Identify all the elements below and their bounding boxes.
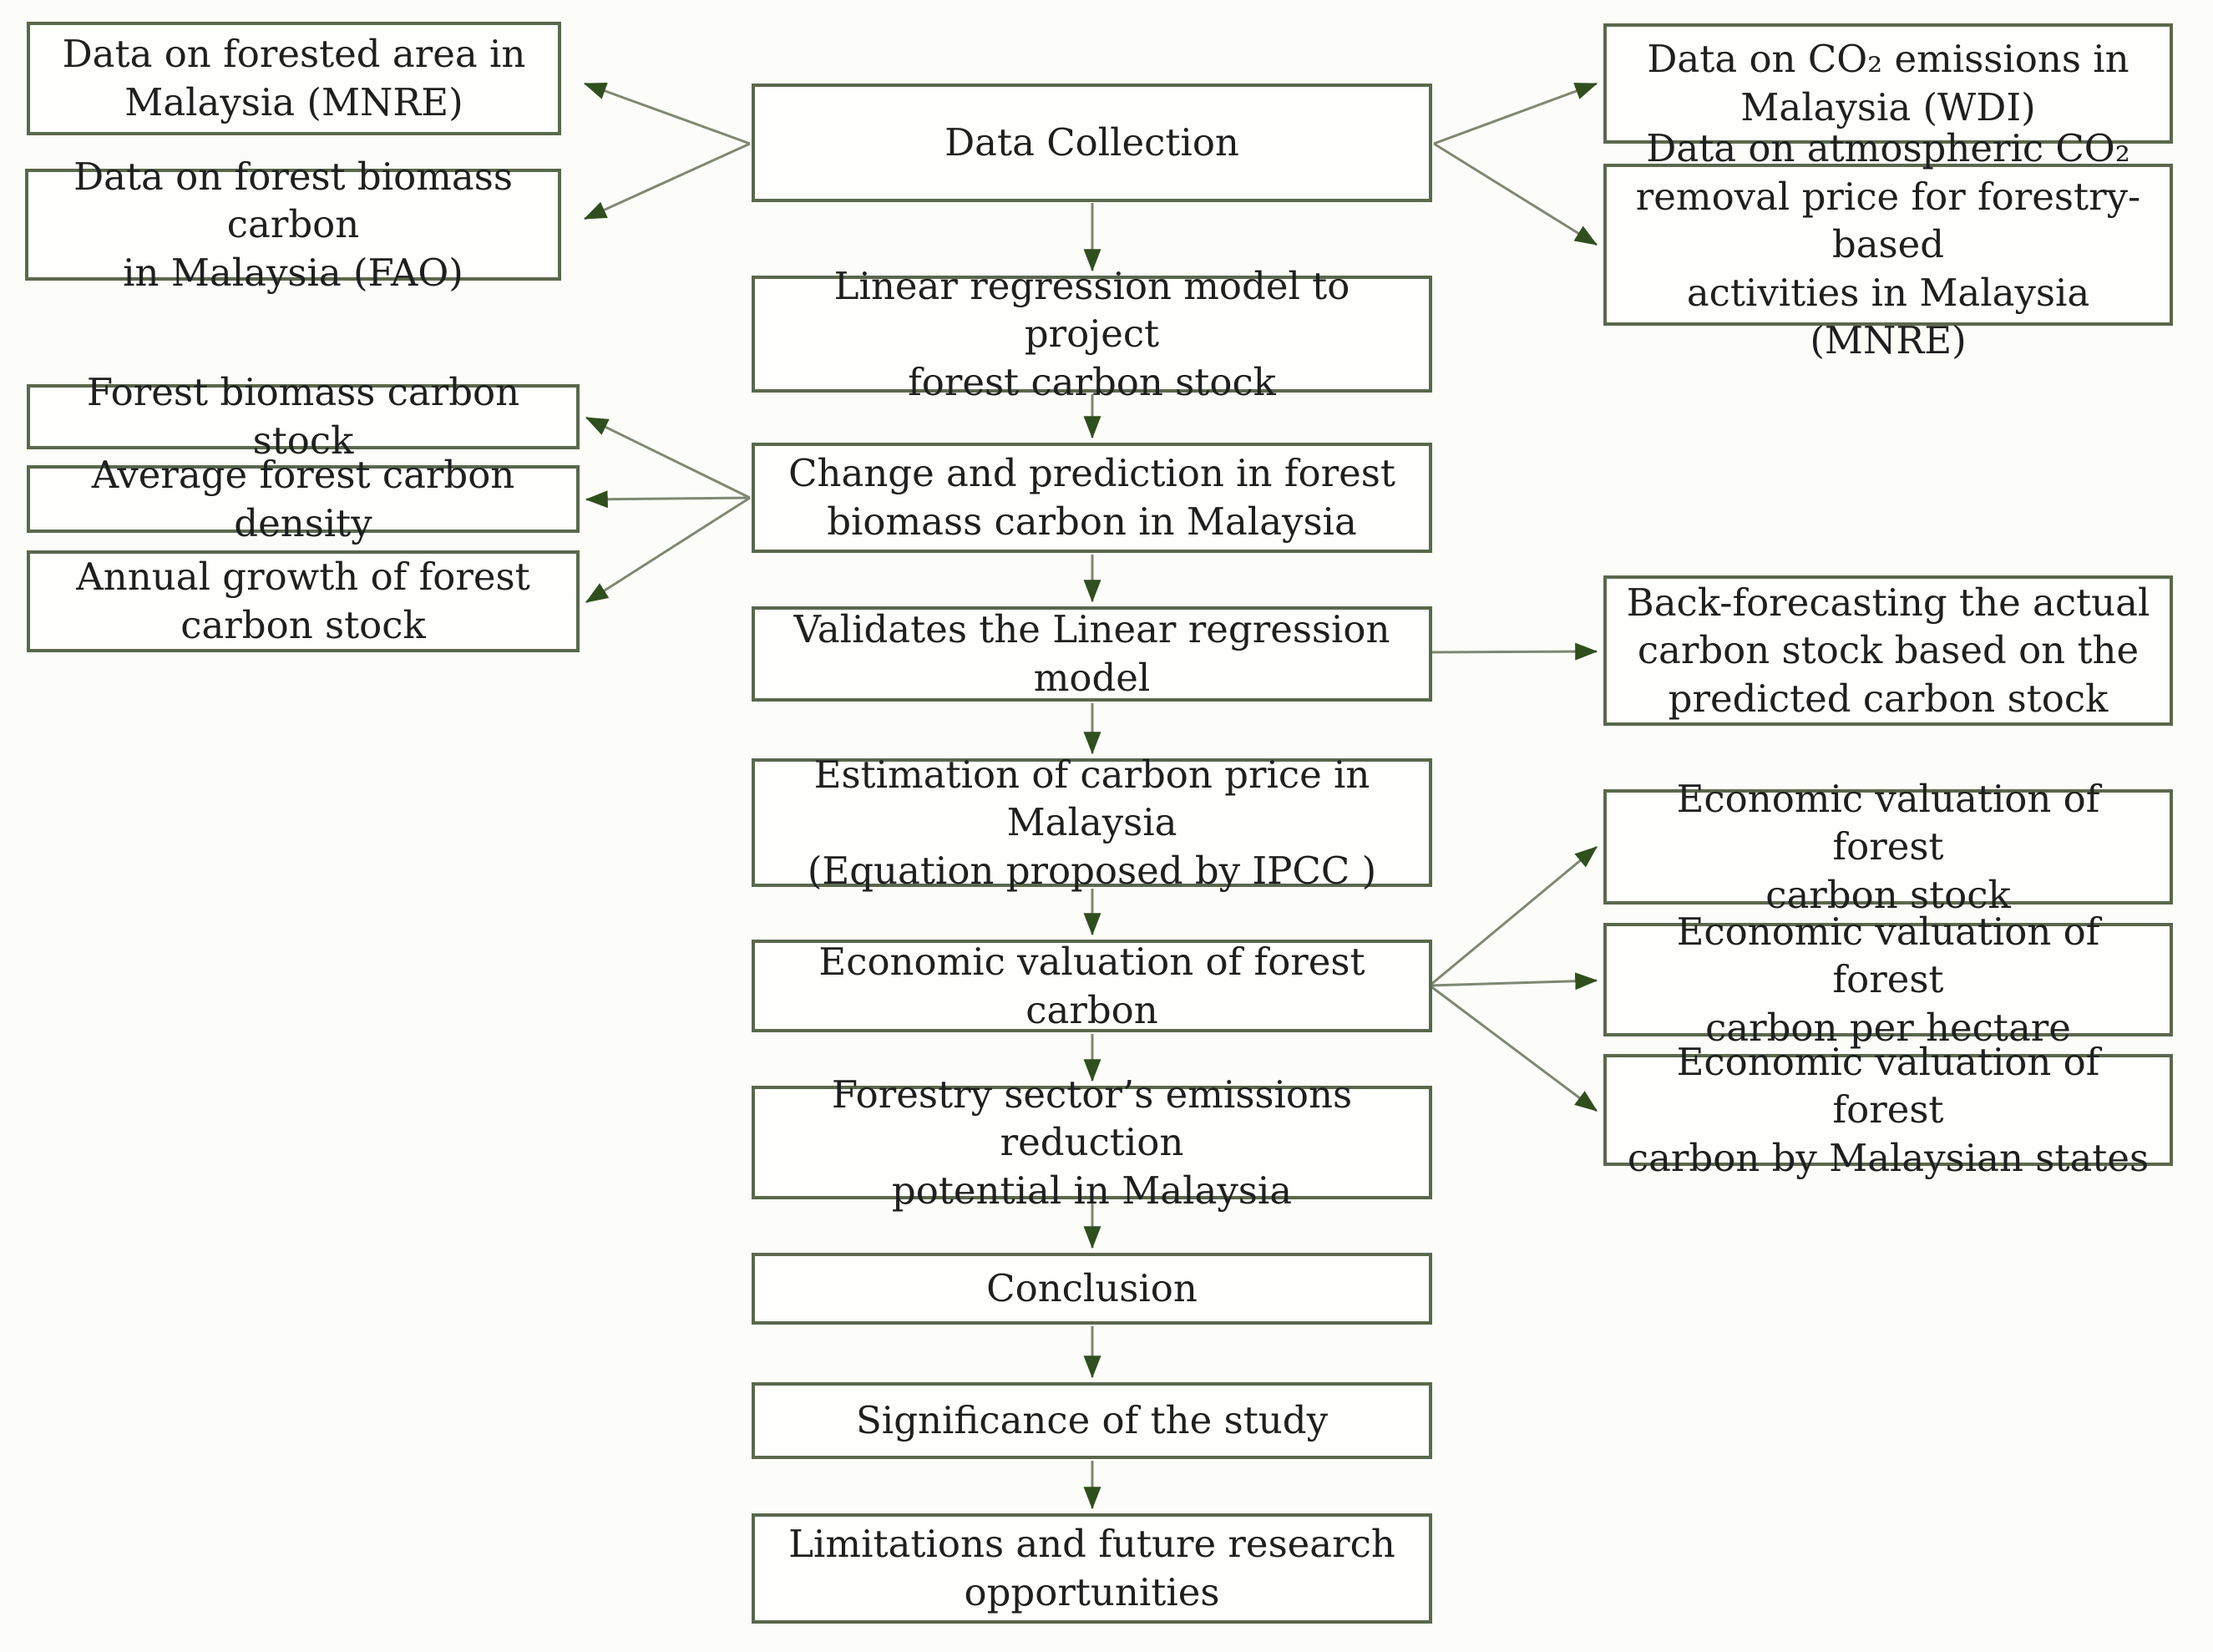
box-evfc-stock: Economic valuation of forest carbon stoc… bbox=[1603, 777, 2173, 917]
box-estimation: Estimation of carbon price in Malaysia (… bbox=[752, 753, 1432, 893]
box-conclusion-label: Conclusion bbox=[986, 1266, 1198, 1311]
box-back-forecasting-label: Back-forecasting the actual carbon stock… bbox=[1626, 580, 2150, 721]
arrow-econ-valuation-to-evfc-states bbox=[1429, 984, 1598, 1112]
box-annual-growth-label: Annual growth of forest carbon stock bbox=[76, 555, 530, 647]
box-change-prediction: Change and prediction in forest biomass … bbox=[752, 443, 1432, 553]
box-evfc-states-label: Economic valuation of forest carbon by M… bbox=[1627, 1039, 2150, 1180]
box-econ-valuation-label: Economic valuation of forest carbon bbox=[818, 939, 1365, 1032]
box-linear-regression-label: Linear regression model to project fores… bbox=[833, 263, 1350, 404]
arrow-datacollection-to-biomass-carbon bbox=[583, 142, 751, 220]
box-evfc-states: Economic valuation of forest carbon by M… bbox=[1603, 1040, 2173, 1180]
box-evfc-hectare: Economic valuation of forest carbon per … bbox=[1603, 910, 2173, 1050]
box-conclusion: Conclusion bbox=[752, 1253, 1432, 1325]
box-avg-density: Average forest carbon density bbox=[27, 453, 580, 545]
box-annual-growth: Annual growth of forest carbon stock bbox=[27, 550, 580, 652]
box-data-collection-label: Data Collection bbox=[944, 120, 1239, 165]
box-co2-emissions: Data on CO₂ emissions in Malaysia (WDI) bbox=[1603, 23, 2173, 144]
box-biomass-stock-label: Forest biomass carbon stock bbox=[86, 370, 520, 463]
arrow-change-prediction-to-biomass-stock bbox=[585, 416, 751, 499]
arrow-datacollection-to-co2-emissions bbox=[1433, 82, 1598, 145]
box-co2-removal-label: Data on atmospheric CO₂ removal price fo… bbox=[1635, 126, 2141, 363]
box-forested-area-label: Data on forested area in Malaysia (MNRE) bbox=[62, 32, 526, 124]
box-validates: Validates the Linear regression model bbox=[752, 606, 1432, 702]
box-limitations: Limitations and future research opportun… bbox=[752, 1513, 1432, 1624]
box-biomass-stock: Forest biomass carbon stock bbox=[27, 370, 580, 463]
arrow-econ-valuation-to-evfc-hectare bbox=[1429, 972, 1598, 991]
box-forestry-sector: Forestry sector’s emissions reduction po… bbox=[752, 1072, 1432, 1213]
box-evfc-stock-label: Economic valuation of forest carbon stoc… bbox=[1676, 776, 2100, 917]
box-biomass-carbon-label: Data on forest biomass carbon in Malaysi… bbox=[73, 154, 513, 295]
arrow-datacollection-to-forested-area bbox=[583, 82, 751, 145]
arrow-validates-to-back-forecasting bbox=[1429, 642, 1598, 661]
arrow-datacollection-to-co2-removal bbox=[1433, 142, 1598, 246]
arrow-change-prediction-to-avg-density bbox=[585, 490, 751, 509]
box-biomass-carbon: Data on forest biomass carbon in Malaysi… bbox=[25, 155, 561, 295]
box-forestry-sector-label: Forestry sector’s emissions reduction po… bbox=[831, 1072, 1353, 1213]
box-evfc-hectare-label: Economic valuation of forest carbon per … bbox=[1676, 909, 2100, 1050]
box-co2-removal: Data on atmospheric CO₂ removal price fo… bbox=[1603, 126, 2173, 362]
box-limitations-label: Limitations and future research opportun… bbox=[788, 1522, 1395, 1614]
box-co2-emissions-label: Data on CO₂ emissions in Malaysia (WDI) bbox=[1647, 37, 2129, 129]
box-significance: Significance of the study bbox=[752, 1382, 1432, 1459]
box-validates-label: Validates the Linear regression model bbox=[793, 607, 1390, 700]
box-avg-density-label: Average forest carbon density bbox=[91, 452, 515, 545]
box-change-prediction-label: Change and prediction in forest biomass … bbox=[788, 451, 1395, 544]
box-forested-area: Data on forested area in Malaysia (MNRE) bbox=[27, 22, 561, 135]
box-linear-regression: Linear regression model to project fores… bbox=[752, 264, 1432, 404]
box-econ-valuation: Economic valuation of forest carbon bbox=[752, 940, 1432, 1032]
arrow-change-prediction-to-annual-growth bbox=[585, 496, 751, 604]
arrow-econ-valuation-to-evfc-stock bbox=[1429, 845, 1598, 987]
box-significance-label: Significance of the study bbox=[855, 1398, 1328, 1443]
box-back-forecasting: Back-forecasting the actual carbon stock… bbox=[1603, 575, 2173, 726]
box-estimation-label: Estimation of carbon price in Malaysia (… bbox=[807, 752, 1377, 893]
box-data-collection: Data Collection bbox=[752, 84, 1432, 202]
